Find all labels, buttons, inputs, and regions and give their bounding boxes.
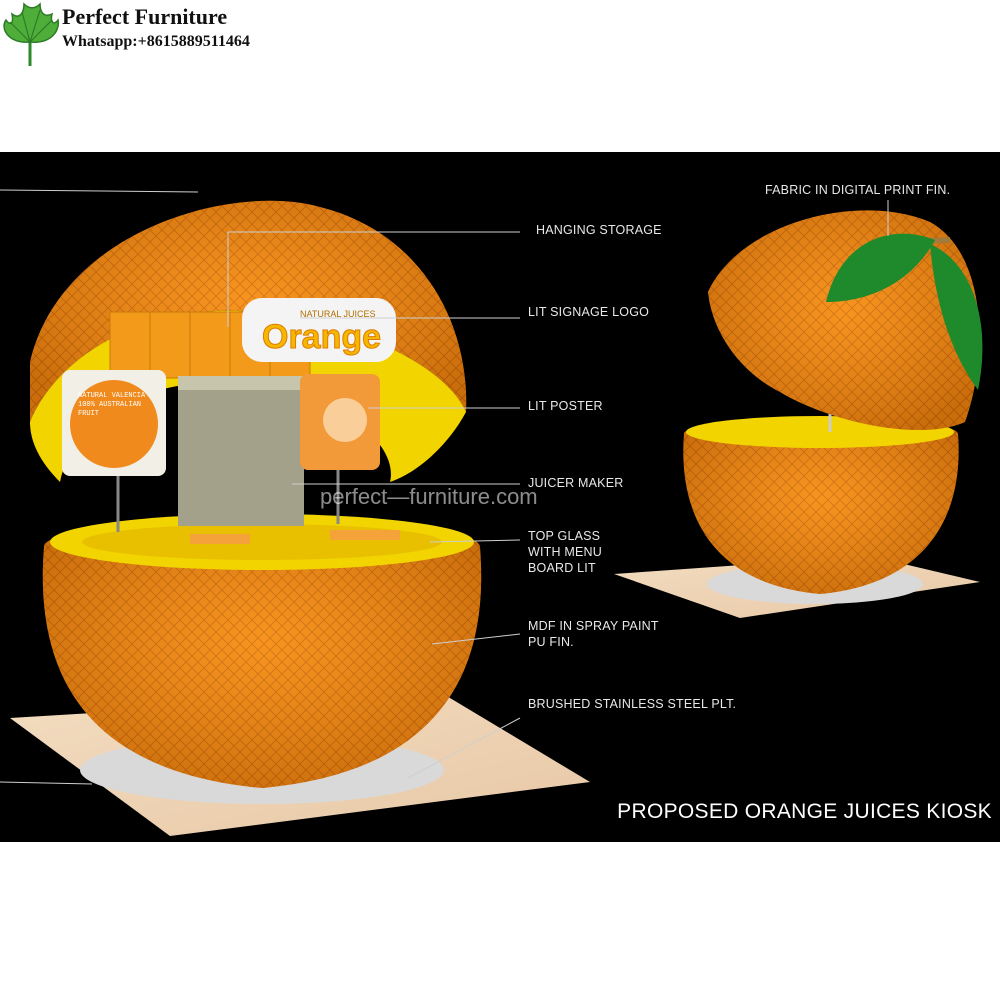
- leaf-top: [826, 233, 935, 302]
- poster-left-text: NATURAL VALENCIA 100% AUSTRALIAN FRUIT: [78, 392, 146, 418]
- brand-name: Perfect Furniture: [62, 4, 228, 29]
- leaf-side: [930, 244, 983, 390]
- signage-sub: NATURAL JUICES: [300, 309, 376, 319]
- lit-signage: [242, 298, 396, 362]
- callout-juicer: JUICER MAKER: [528, 476, 624, 490]
- callout-lit-signage: LIT SIGNAGE LOGO: [528, 305, 650, 319]
- callout-steel: BRUSHED STAINLESS STEEL PLT.: [528, 697, 737, 711]
- juicer-column: [178, 376, 304, 526]
- callout-fabric: FABRIC IN DIGITAL PRINT FIN.: [765, 183, 951, 197]
- signage-main: Orange: [262, 318, 381, 356]
- brand-header: Perfect Furniture Whatsapp:+861588951146…: [0, 0, 320, 70]
- kiosk-rendering: Orange NATURAL JUICES NATURAL VALENCIA 1…: [0, 152, 1000, 842]
- callout-hanging-storage: HANGING STORAGE: [536, 223, 662, 237]
- callout-top-glass: TOP GLASS WITH MENU BOARD LIT: [528, 529, 603, 575]
- callout-lines: [0, 189, 889, 785]
- kiosk-title: PROPOSED ORANGE JUICES KIOSK: [617, 800, 992, 823]
- watermark: perfect—furniture.com: [320, 484, 538, 509]
- callout-mdf: MDF IN SPRAY PAINT PU FIN.: [528, 619, 659, 649]
- green-leaf-icon: [3, 2, 60, 66]
- callout-lit-poster: LIT POSTER: [528, 399, 603, 413]
- kiosk-illustration: Orange NATURAL JUICES NATURAL VALENCIA 1…: [0, 189, 983, 836]
- top-glass-menu: [82, 524, 442, 560]
- contact-info: Whatsapp:+8615889511464: [62, 33, 250, 50]
